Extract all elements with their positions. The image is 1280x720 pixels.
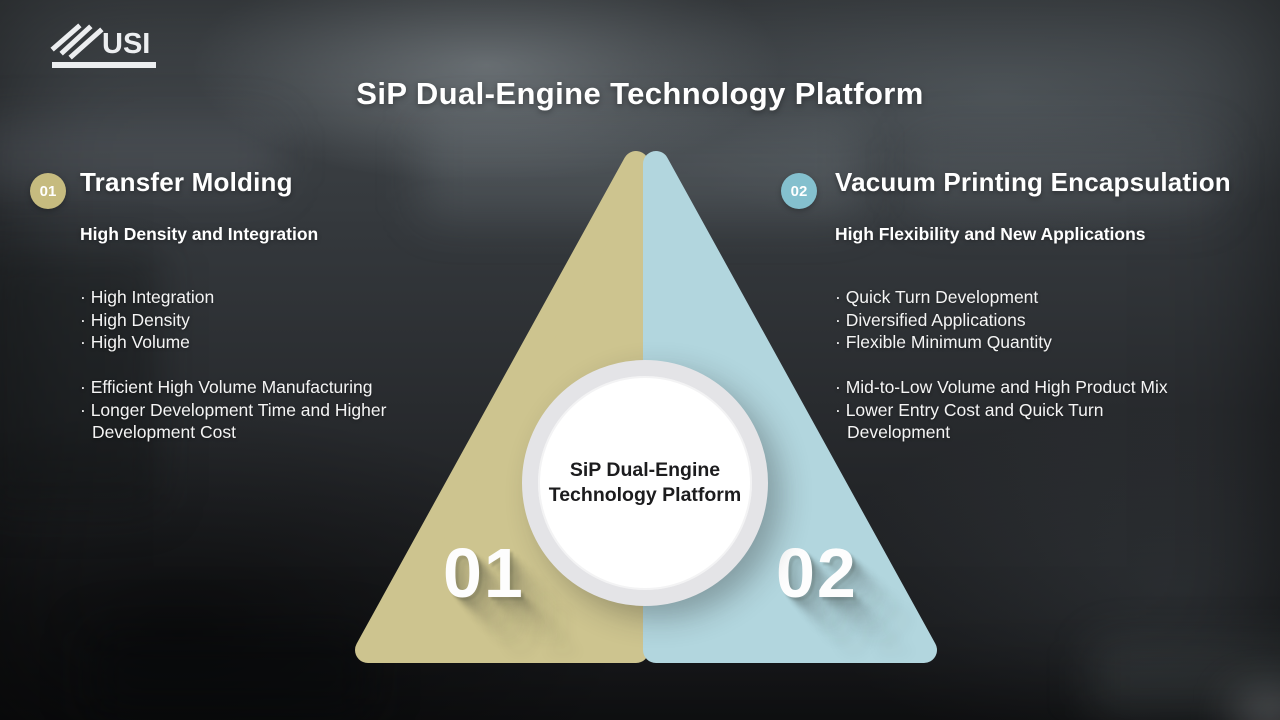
right-panel-heading: Vacuum Printing Encapsulation: [835, 167, 1231, 197]
right-panel-number-badge: 02: [781, 173, 817, 209]
big-number-01: 01: [443, 534, 525, 612]
right-panel-subheading: High Flexibility and New Applications: [835, 224, 1146, 244]
bullet-item: · High Volume: [80, 332, 190, 352]
background-blur-shape: [0, 250, 160, 510]
bullet-item: · High Density: [80, 309, 190, 330]
bullet-item: · Longer Development Time and Higher Dev…: [80, 399, 387, 443]
usi-logo-chevron-mark: [50, 23, 104, 60]
left-panel-primary-bullets: · High Integration · High Density · High…: [80, 286, 445, 354]
left-panel-number-badge: 01: [30, 173, 66, 209]
bullet-item: · Quick Turn Development: [835, 287, 1039, 307]
big-number-02: 02: [776, 534, 858, 612]
bullet-item: · Efficient High Volume Manufacturing: [80, 377, 373, 397]
left-panel-heading: Transfer Molding: [80, 167, 293, 197]
usi-logo-text: USI: [102, 28, 150, 60]
bullet-item: · Flexible Minimum Quantity: [835, 332, 1052, 352]
center-circle-label-line2: Technology Platform: [548, 484, 742, 506]
left-panel-subheading: High Density and Integration: [80, 224, 319, 244]
page-title: SiP Dual-Engine Technology Platform: [356, 76, 924, 111]
center-circle: SiP Dual-Engine Technology Platform: [522, 360, 768, 606]
right-panel-primary-bullets: · Quick Turn Development · Diversified A…: [835, 286, 1207, 354]
background-blur-shape: [90, 630, 370, 720]
center-circle-label-line1: SiP Dual-Engine: [569, 459, 721, 481]
background-blur-shape: [910, 135, 1220, 215]
bullet-item: · High Integration: [80, 287, 215, 307]
bullet-item: · Mid-to-Low Volume and High Product Mix: [835, 377, 1168, 397]
left-panel-secondary-bullets: · Efficient High Volume Manufacturing · …: [80, 376, 445, 444]
right-panel-secondary-bullets: · Mid-to-Low Volume and High Product Mix…: [835, 376, 1207, 444]
background-blur-shape: [1235, 695, 1280, 720]
usi-logo-underline: [52, 62, 156, 68]
bullet-item: · Lower Entry Cost and Quick Turn Develo…: [835, 399, 1104, 443]
bullet-item: · Diversified Applications: [835, 309, 1026, 330]
usi-logo: USI: [50, 23, 156, 68]
background-blur-shape: [1090, 640, 1280, 720]
